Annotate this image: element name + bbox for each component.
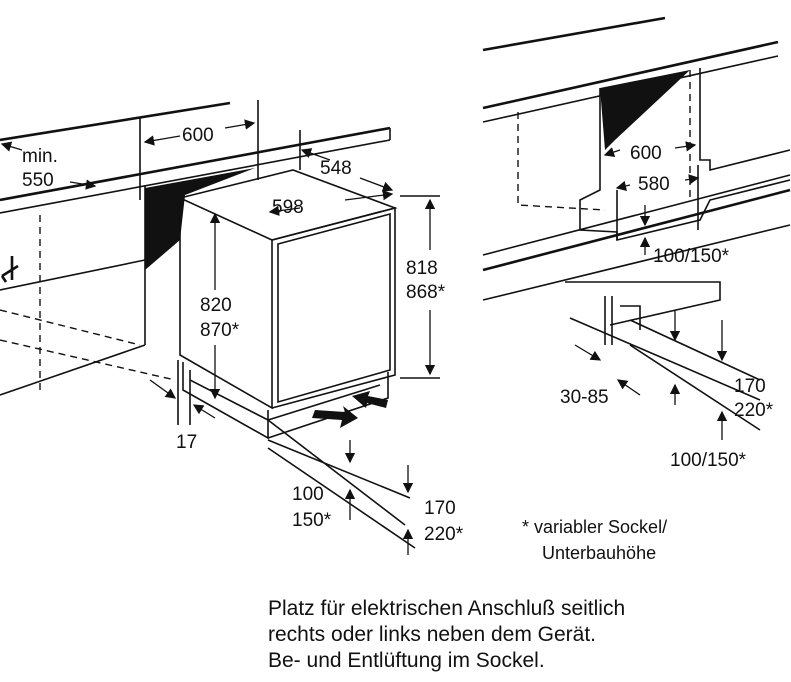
dim-220-left: 220* (424, 524, 464, 545)
dim-30-85: 30-85 (560, 387, 609, 408)
niche-shadow (145, 168, 255, 270)
niche-shadow-right (600, 70, 690, 150)
dim-598: 598 (272, 197, 304, 218)
dim-17: 17 (176, 432, 197, 453)
dim-818: 818 (406, 258, 438, 279)
dim-100-150-top: 100/150* (653, 246, 730, 267)
right-view-drawing (482, 16, 791, 440)
dim-220-right: 220* (734, 400, 774, 421)
caption: Platz für elektrischen Anschluß seitlich… (268, 596, 625, 674)
dim-600-right: 600 (630, 143, 662, 164)
footnote-line-1: * variabler Sockel/ (522, 517, 668, 537)
dim-868: 868* (406, 282, 446, 303)
dim-100-150-bottom: 100/150* (670, 450, 747, 471)
dim-580: 580 (638, 174, 670, 195)
dim-820: 820 (200, 295, 232, 316)
caption-line-2: rechts oder links neben dem Gerät. (268, 623, 597, 646)
footnote-line-2: Unterbauhöhe (542, 543, 657, 563)
dim-600-left: 600 (182, 125, 214, 146)
air-out-arrow (312, 406, 358, 428)
dim-550: 550 (22, 170, 54, 191)
caption-line-1: Platz für elektrischen Anschluß seitlich (268, 597, 626, 620)
dim-150: 150* (292, 510, 332, 531)
left-view-drawing (0, 100, 440, 555)
dim-100: 100 (292, 484, 324, 505)
footnote: * variabler Sockel/ Unterbauhöhe (522, 514, 667, 566)
dim-548: 548 (320, 158, 352, 179)
air-in-arrow (352, 391, 388, 408)
socket-symbol (0, 256, 19, 283)
dim-170-left: 170 (424, 498, 456, 519)
dim-870: 870* (200, 320, 240, 341)
dim-min-label: min. (22, 146, 58, 167)
dim-170-right: 170 (734, 376, 766, 397)
caption-line-3: Be- und Entlüftung im Sockel. (268, 649, 545, 672)
